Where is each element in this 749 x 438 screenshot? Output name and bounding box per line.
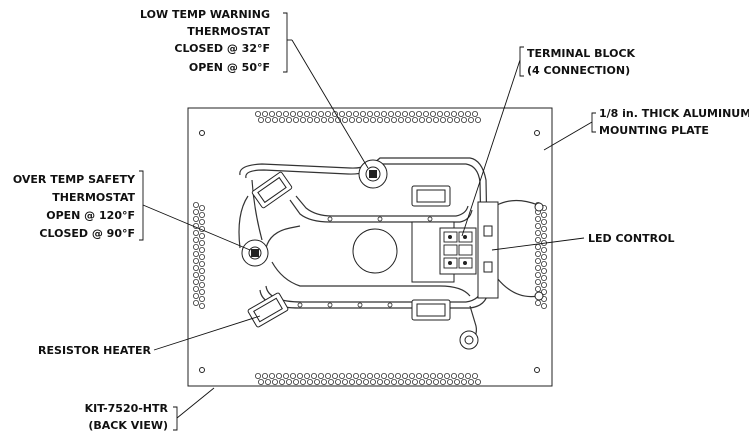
low-temp-line-1: LOW TEMP WARNING (140, 8, 270, 21)
label-plate: 1/8 in. THICK ALUMINUM MOUNTING PLATE (599, 107, 749, 137)
label-resistor-heater: RESISTOR HEATER (38, 344, 151, 357)
terminal-block-line-2: (4 CONNECTION) (527, 64, 630, 77)
terminal-block (439, 227, 477, 275)
resistor-heater-bottom-right (411, 299, 451, 321)
label-kit: KIT-7520-HTR (BACK VIEW) (85, 402, 169, 432)
low-temp-line-3: CLOSED @ 32°F (174, 42, 270, 55)
label-over-temp: OVER TEMP SAFETY THERMOSTAT OPEN @ 120°F… (13, 173, 136, 240)
resistor-heater-bottom-left (247, 292, 289, 328)
over-temp-line-3: OPEN @ 120°F (46, 209, 135, 222)
over-temp-thermostat (241, 239, 269, 267)
low-temp-thermostat (358, 159, 388, 189)
corner-holes (199, 130, 540, 373)
plate-line-2: MOUNTING PLATE (599, 124, 709, 137)
kit-line-1: KIT-7520-HTR (85, 402, 169, 415)
over-temp-line-4: CLOSED @ 90°F (39, 227, 135, 240)
label-led-control: LED CONTROL (588, 232, 674, 245)
low-temp-line-2: THERMOSTAT (187, 25, 270, 38)
plate-line-1: 1/8 in. THICK ALUMINUM (599, 107, 749, 120)
aux-thermostat (459, 330, 479, 350)
low-temp-line-4: OPEN @ 50°F (189, 61, 270, 74)
center-hole (352, 228, 398, 274)
resistor-heater-top-left (251, 171, 293, 209)
resistor-heater-top-right (411, 185, 451, 207)
wiring-harness (238, 157, 539, 343)
power-leads (534, 202, 544, 301)
label-low-temp: LOW TEMP WARNING THERMOSTAT CLOSED @ 32°… (140, 8, 270, 74)
kit-line-2: (BACK VIEW) (88, 419, 168, 432)
terminal-block-line-1: TERMINAL BLOCK (527, 47, 636, 60)
over-temp-line-2: THERMOSTAT (52, 191, 135, 204)
label-terminal-block: TERMINAL BLOCK (4 CONNECTION) (527, 47, 636, 77)
leader-lines (139, 12, 596, 431)
over-temp-line-1: OVER TEMP SAFETY (13, 173, 136, 186)
